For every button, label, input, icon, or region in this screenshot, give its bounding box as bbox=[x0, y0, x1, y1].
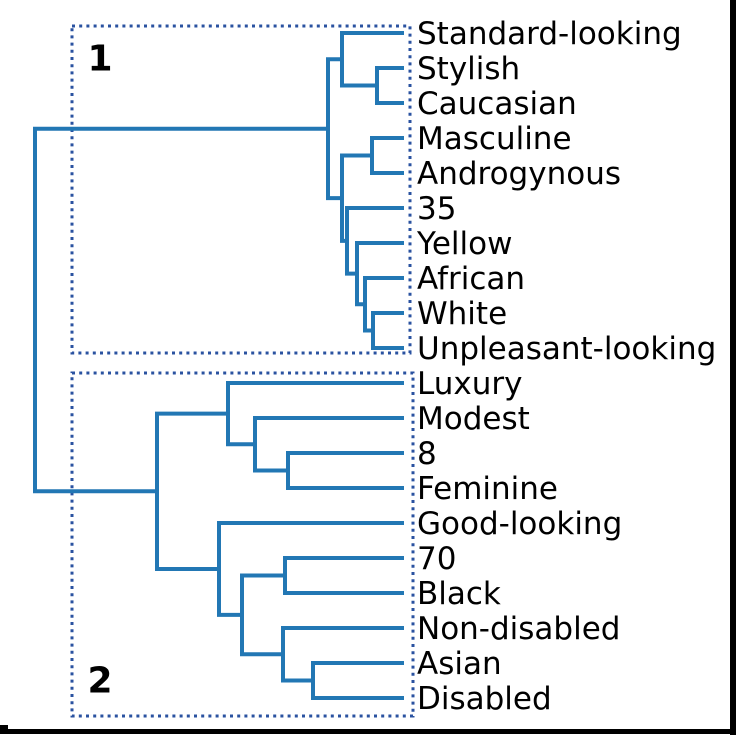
bottom-border bbox=[0, 729, 736, 734]
cluster-box-1 bbox=[70, 24, 412, 355]
leaf-label: 35 bbox=[417, 191, 456, 227]
leaf-label: Androgynous bbox=[417, 156, 621, 192]
leaf-label: White bbox=[417, 296, 507, 332]
leaf-label: 70 bbox=[417, 541, 456, 577]
cluster-box-2 bbox=[70, 371, 415, 718]
leaf-label: Unpleasant-looking bbox=[417, 331, 716, 367]
leaf-label: Non-disabled bbox=[417, 611, 620, 647]
leaf-label: Masculine bbox=[417, 121, 572, 157]
right-border bbox=[730, 0, 736, 735]
leaf-label: Luxury bbox=[417, 366, 522, 402]
bottom-left-stub bbox=[0, 725, 8, 734]
leaf-label: Asian bbox=[417, 646, 502, 682]
leaf-label: African bbox=[417, 261, 525, 297]
cluster-label-2: 2 bbox=[87, 661, 112, 702]
leaf-label: Stylish bbox=[417, 51, 520, 87]
leaf-label: Yellow bbox=[416, 226, 512, 262]
cluster-label-1: 1 bbox=[87, 39, 112, 80]
leaf-label: Feminine bbox=[417, 471, 558, 507]
dendrogram-link bbox=[33, 126, 328, 494]
leaf-label: Good-looking bbox=[417, 506, 622, 542]
leaf-label: Caucasian bbox=[417, 86, 577, 122]
leaf-label: Black bbox=[417, 576, 501, 612]
leaf-label: Disabled bbox=[417, 681, 552, 717]
leaf-label: 8 bbox=[417, 436, 437, 472]
leaf-label: Standard-looking bbox=[417, 16, 682, 52]
leaf-label: Modest bbox=[417, 401, 530, 437]
